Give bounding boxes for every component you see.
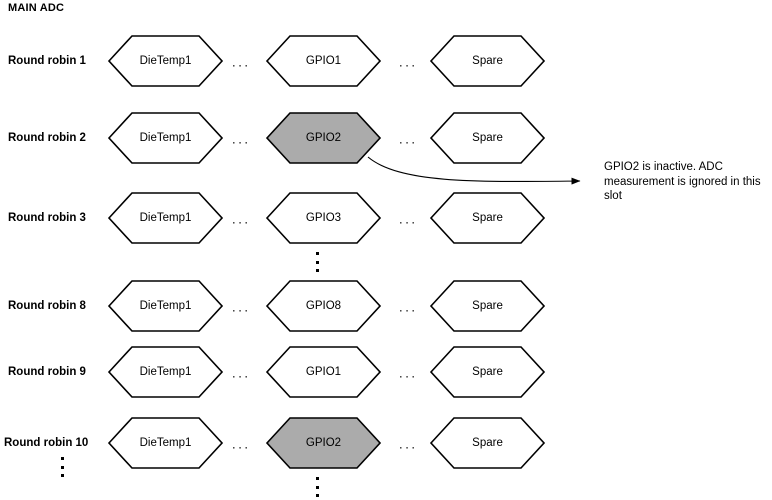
slot-hex-r1-c1[interactable]: DieTemp1 (108, 35, 223, 87)
slot-hex-r3-c1[interactable]: DieTemp1 (108, 192, 223, 244)
slot-hex-r2-c2-inactive[interactable]: GPIO2 (266, 112, 381, 164)
ellipsis-horizontal-r8-b: ... (399, 299, 418, 315)
slot-hex-r9-c1[interactable]: DieTemp1 (108, 346, 223, 398)
ellipsis-vertical-row-labels-bottom (60, 457, 64, 477)
slot-hex-r8-c2[interactable]: GPIO8 (266, 280, 381, 332)
slot-hex-r1-c2[interactable]: GPIO1 (266, 35, 381, 87)
ellipsis-horizontal-r2-b: ... (399, 131, 418, 147)
row-label-round-robin-9: Round robin 9 (8, 366, 86, 378)
callout-annotation-text: GPIO2 is inactive. ADC measurement is ig… (604, 161, 761, 202)
slot-hex-r3-c3[interactable]: Spare (430, 192, 545, 244)
ellipsis-horizontal-r10-b: ... (399, 436, 418, 452)
ellipsis-vertical-gpio-column-mid (315, 252, 319, 272)
slot-hex-r10-c3[interactable]: Spare (430, 417, 545, 469)
slot-hex-r9-c3[interactable]: Spare (430, 346, 545, 398)
slot-hex-r9-c2[interactable]: GPIO1 (266, 346, 381, 398)
row-label-round-robin-8: Round robin 8 (8, 300, 86, 312)
row-label-round-robin-3: Round robin 3 (8, 212, 86, 224)
ellipsis-horizontal-r3-a: ... (232, 211, 251, 227)
slot-hex-r8-c3[interactable]: Spare (430, 280, 545, 332)
slot-hex-r10-c1[interactable]: DieTemp1 (108, 417, 223, 469)
ellipsis-horizontal-r2-a: ... (232, 131, 251, 147)
row-label-round-robin-10: Round robin 10 (4, 437, 89, 449)
slot-hex-r2-c3[interactable]: Spare (430, 112, 545, 164)
page-title: MAIN ADC (8, 2, 65, 14)
ellipsis-vertical-gpio-column-bottom (315, 477, 319, 497)
ellipsis-horizontal-r10-a: ... (232, 436, 251, 452)
slot-hex-r1-c3[interactable]: Spare (430, 35, 545, 87)
ellipsis-horizontal-r8-a: ... (232, 299, 251, 315)
slot-hex-r3-c2[interactable]: GPIO3 (266, 192, 381, 244)
slot-hex-r10-c2-inactive[interactable]: GPIO2 (266, 417, 381, 469)
row-label-round-robin-2: Round robin 2 (8, 132, 86, 144)
ellipsis-horizontal-r9-b: ... (399, 365, 418, 381)
row-label-round-robin-1: Round robin 1 (8, 55, 86, 67)
slot-hex-r2-c1[interactable]: DieTemp1 (108, 112, 223, 164)
slot-hex-r8-c1[interactable]: DieTemp1 (108, 280, 223, 332)
ellipsis-horizontal-r9-a: ... (232, 365, 251, 381)
ellipsis-horizontal-r1-b: ... (399, 54, 418, 70)
ellipsis-horizontal-r1-a: ... (232, 54, 251, 70)
ellipsis-horizontal-r3-b: ... (399, 211, 418, 227)
